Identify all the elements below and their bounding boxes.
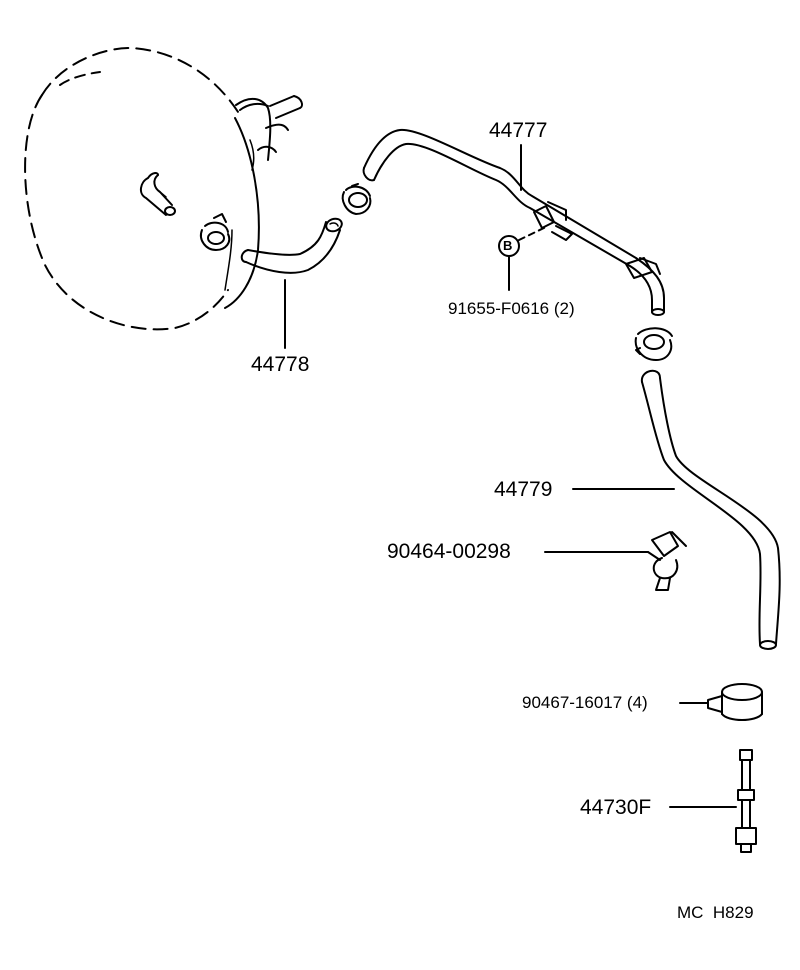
brake-booster [24, 47, 303, 331]
hose-44779 [640, 369, 781, 650]
hose-clamp-90464 [647, 531, 687, 591]
hose-44778 [240, 217, 343, 274]
part-label-90464: 90464-00298 [387, 540, 511, 563]
callout-b [498, 225, 549, 291]
hose-clamp-90467 [707, 683, 763, 721]
pipe-44777 [362, 128, 665, 316]
union-fitting-44730f [735, 749, 757, 853]
booster-hose-clamp [200, 213, 231, 251]
callout-letter-b: B [503, 238, 513, 253]
part-label-44779: 44779 [494, 478, 553, 501]
part-label-44778: 44778 [251, 353, 310, 376]
part-label-91655: 91655-F0616 (2) [448, 299, 575, 318]
hose-clamp-upper [341, 183, 372, 215]
diagram-code: MC H829 [677, 903, 754, 922]
hose-clamp-middle [634, 327, 673, 361]
part-label-44730f: 44730F [580, 796, 652, 819]
part-label-90467: 90467-16017 (4) [522, 693, 648, 712]
part-label-44777: 44777 [489, 119, 548, 142]
booster-check-valve [140, 172, 176, 216]
